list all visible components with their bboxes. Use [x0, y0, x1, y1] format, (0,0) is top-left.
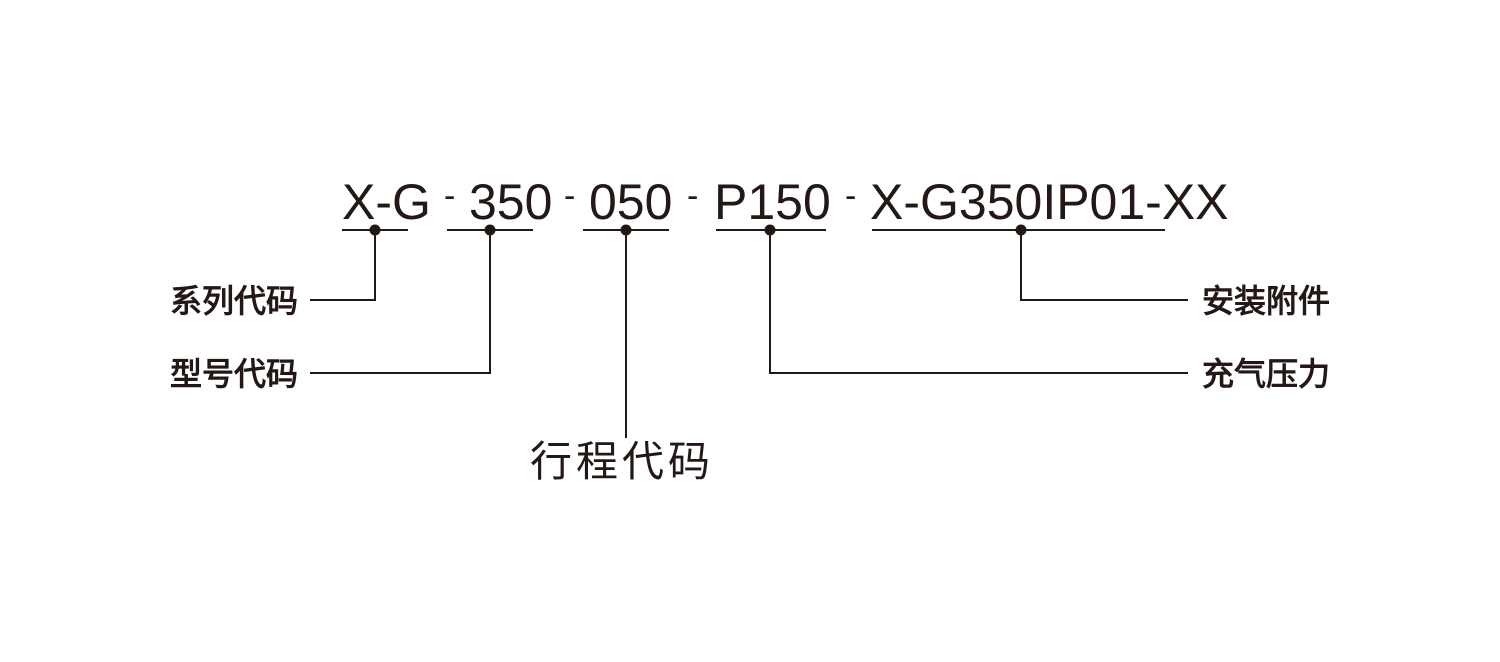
label-stroke: 行程代码 — [530, 437, 714, 486]
code-separator-4: - — [845, 177, 856, 215]
label-pressure: 充气压力 — [1202, 355, 1330, 393]
code-segment-accessory: X-G350IP01-XX — [870, 174, 1229, 230]
code-segment-model: 350 — [469, 174, 552, 230]
label-series: 系列代码 — [170, 282, 298, 320]
label-model: 型号代码 — [170, 355, 298, 393]
code-separator-1: - — [444, 177, 455, 215]
code-separator-3: - — [687, 177, 698, 215]
code-segment-pressure: P150 — [714, 174, 831, 230]
code-segment-series: X-G — [342, 174, 431, 230]
leader-model — [310, 230, 491, 374]
label-accessory: 安装附件 — [1202, 282, 1330, 320]
leader-series — [310, 230, 376, 301]
leader-accessory — [1020, 230, 1188, 301]
leader-pressure — [769, 230, 1188, 374]
code-separator-2: - — [564, 177, 575, 215]
code-segment-stroke: 050 — [589, 174, 672, 230]
